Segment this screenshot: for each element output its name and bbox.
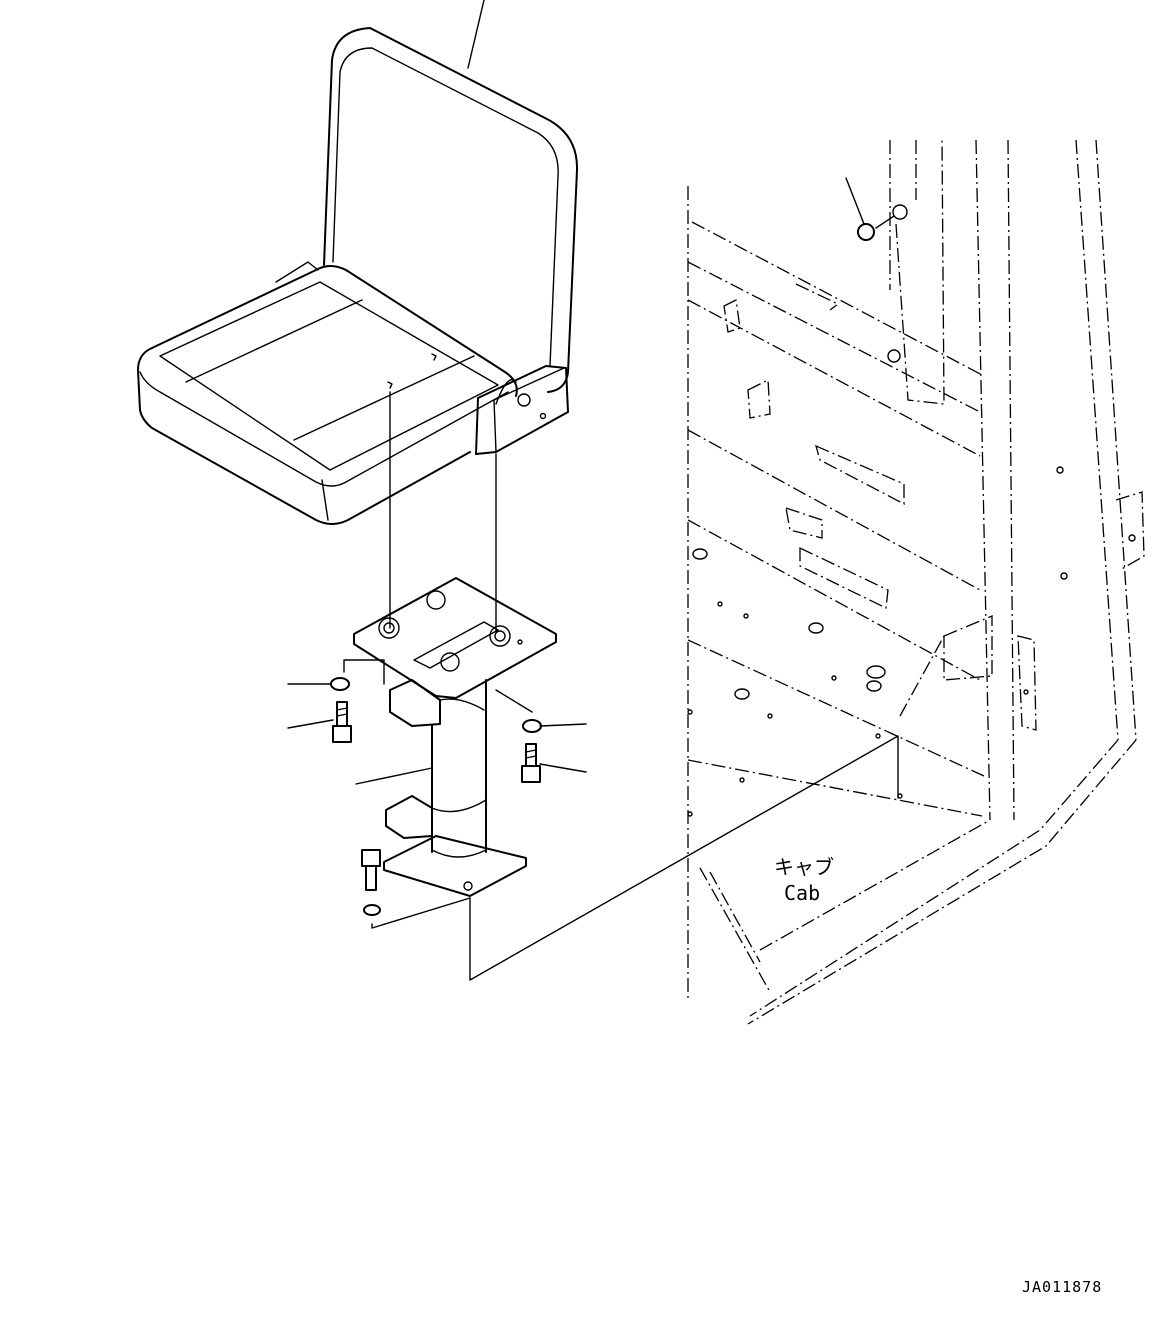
cab-label-english: Cab	[784, 881, 820, 905]
plate-hole-icon	[489, 625, 511, 647]
cab-label-japanese: キャブ	[774, 855, 834, 879]
base-plate	[383, 835, 527, 897]
seat-pedestal	[353, 577, 557, 897]
hinge-bracket	[475, 365, 569, 455]
bolt-head-icon	[521, 765, 541, 783]
lower-clamp	[385, 795, 433, 839]
hinge-bolt-icon	[517, 393, 531, 407]
seat-assembly	[137, 0, 579, 633]
washer-icon	[330, 677, 350, 691]
cab-nut-icon	[892, 204, 908, 220]
leader-line-bolt-left	[287, 719, 334, 729]
backrest-outer	[331, 27, 579, 393]
cushion-top-edge	[151, 265, 518, 397]
backrest-left-edge	[323, 59, 333, 266]
bolt-head-icon	[361, 849, 381, 867]
plate-hole-icon	[378, 617, 400, 639]
cab-cap-icon	[857, 223, 875, 241]
washer-icon	[363, 904, 381, 916]
bolt-shank-icon	[525, 743, 537, 767]
fasteners	[287, 659, 899, 981]
upper-clamp	[389, 679, 441, 727]
plate-hole-icon	[426, 590, 446, 610]
cab-structure	[687, 139, 1145, 1025]
plate-hole-icon	[440, 652, 460, 672]
drawing-code: JA011878	[1022, 1278, 1102, 1296]
leader-line-washer-right	[539, 723, 587, 727]
cushion-outer-edge	[137, 347, 471, 525]
backrest-inner	[339, 47, 559, 367]
leader-line-column	[355, 767, 433, 785]
leader-line-bolt-right	[539, 763, 587, 773]
cushion-inner-panel	[159, 281, 499, 471]
bolt-head-icon	[332, 725, 352, 743]
washer-icon	[522, 719, 542, 733]
base-hole-icon	[463, 881, 473, 891]
leader-line-backrest	[467, 0, 485, 69]
connection-line-to-cab	[469, 735, 899, 981]
leader-line-cab-cap	[845, 177, 865, 225]
bolt-shank-icon	[365, 865, 377, 891]
